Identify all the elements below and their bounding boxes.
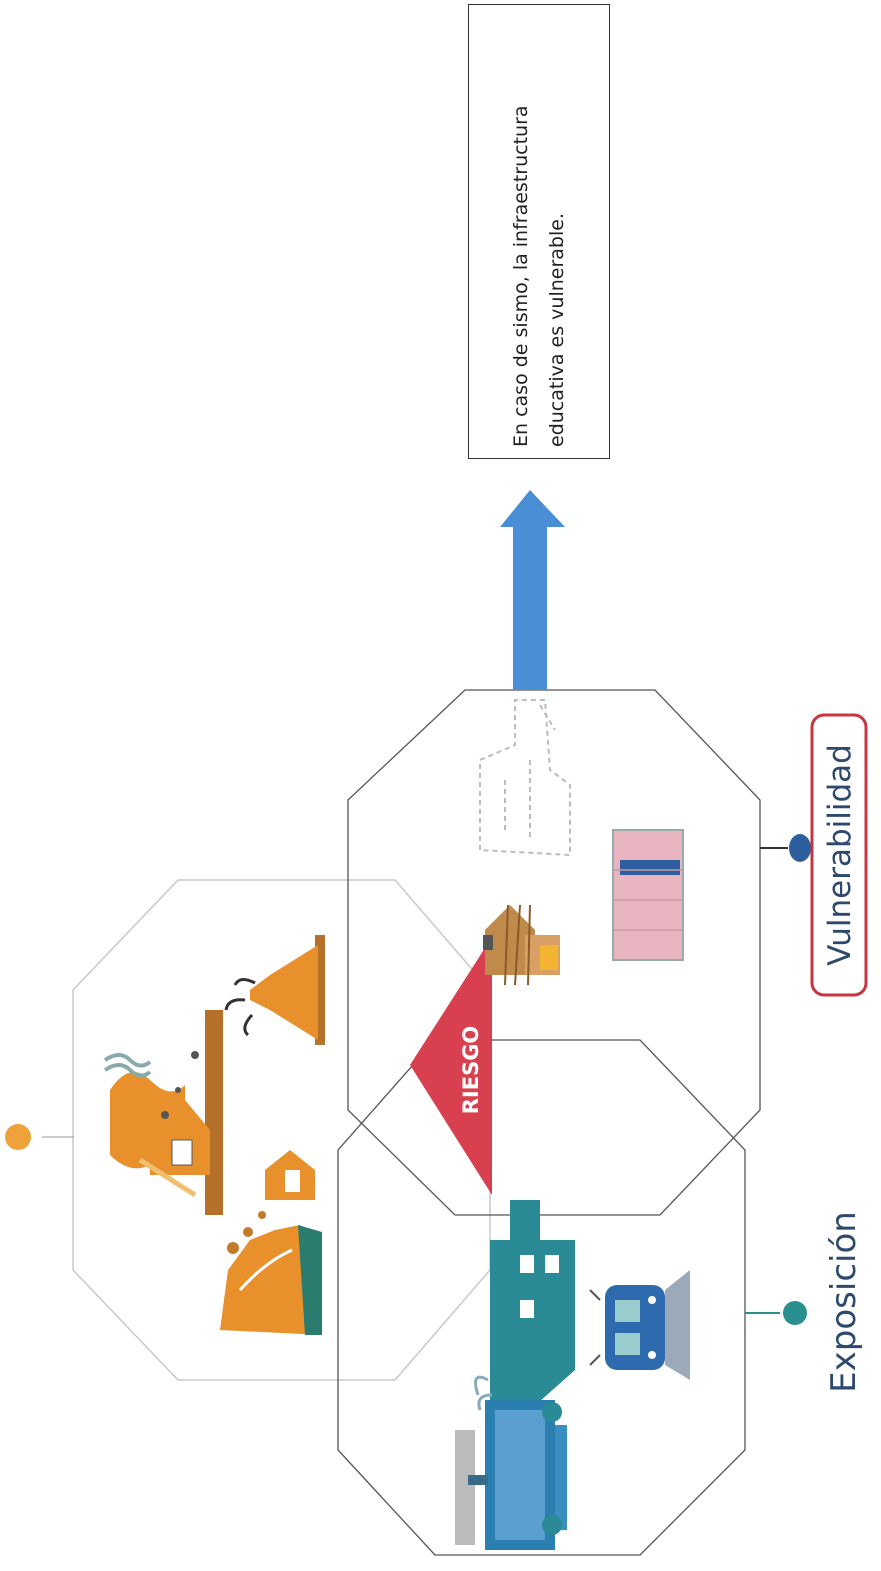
- amenaza-dot: [5, 1124, 31, 1150]
- vulnerabilidad-label: Vulnerabilidad: [822, 744, 858, 966]
- riesgo-triangle: [410, 937, 492, 1195]
- vulnerability-octagon: [347, 689, 761, 1216]
- riesgo-label: RIESGO: [459, 1026, 483, 1115]
- train-icon: [589, 1270, 690, 1380]
- damaged-building-icon: [479, 699, 571, 857]
- exposicion-dot: [783, 1301, 807, 1325]
- exposicion-label: Exposición: [824, 1211, 864, 1393]
- caption-text: En caso de sismo, la infraestructura edu…: [510, 104, 568, 447]
- result-arrow: [500, 490, 565, 690]
- skyscraper-icon: [455, 1400, 567, 1550]
- exposure-octagon: [337, 1039, 746, 1556]
- caption-box: En caso de sismo, la infraestructura edu…: [468, 4, 610, 459]
- brick-wall-icon: [612, 829, 684, 961]
- vulnerabilidad-box: [810, 713, 868, 997]
- wooden-house-icon: [483, 904, 560, 986]
- city-buildings-icon: [474, 1200, 575, 1411]
- landslide-icon: [220, 1150, 322, 1335]
- flood-icon: [103, 1010, 223, 1215]
- vulnerabilidad-dot: [789, 834, 811, 862]
- volcano-icon: [224, 935, 325, 1045]
- hazard-octagon: [72, 879, 491, 1381]
